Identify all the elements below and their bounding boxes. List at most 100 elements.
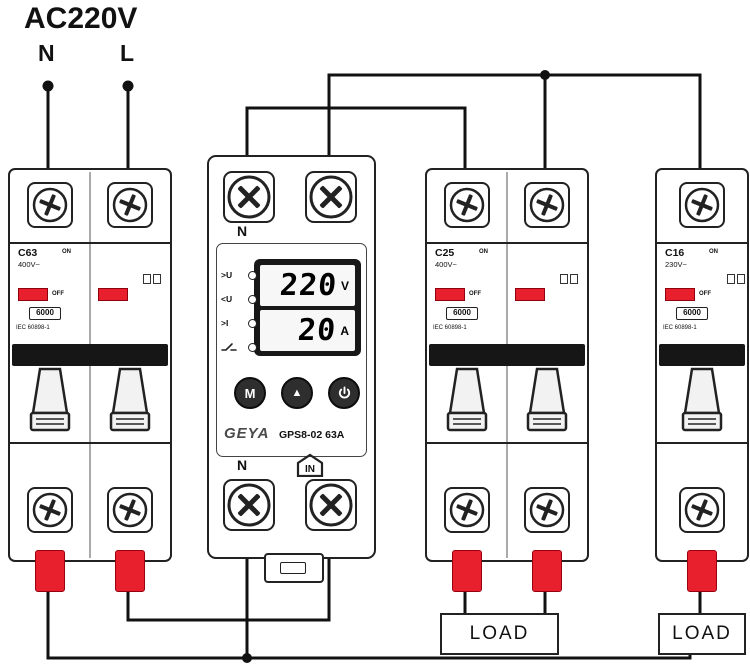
breaker-model: C63 (18, 247, 38, 259)
breaking-capacity: 6000 (29, 307, 61, 320)
screw-icon (449, 187, 485, 223)
divider (10, 442, 170, 444)
screw-icon (684, 187, 720, 223)
menu-button: M (234, 377, 266, 409)
terminal-block (444, 487, 490, 533)
terminal-block (524, 487, 570, 533)
terminal-block (107, 182, 153, 228)
brand-logo: GEYA (224, 425, 270, 442)
device-model: GPS8-02 63A (279, 429, 345, 441)
led-icon (248, 270, 257, 280)
terminal-block (223, 479, 275, 531)
on-label: ON (709, 249, 718, 255)
screw-icon (309, 175, 353, 219)
screw-icon (529, 187, 565, 223)
screw-icon (529, 492, 565, 528)
divider (657, 442, 747, 444)
led-icon (248, 318, 257, 328)
terminal-block (524, 182, 570, 228)
voltage-protector: N 220 V 20 A >U <U >I (207, 155, 376, 583)
voltage-rating: 400V~ (435, 260, 457, 269)
status-indicator (18, 288, 48, 301)
load-label: LOAD (672, 623, 732, 644)
terminal-block (305, 171, 357, 223)
main-breaker-2p: C63 ON 400V~ OFF 6000 IEC 60898-1 (8, 168, 172, 592)
terminal-clip (115, 550, 145, 592)
over-voltage-label: >U (221, 270, 233, 280)
screw-icon (309, 483, 353, 527)
off-label: OFF (699, 291, 711, 297)
single-breaker-1p: C16 ON 230V~ OFF 6000 IEC 60898-1 (655, 168, 749, 592)
toggle-base-band (12, 344, 168, 366)
toggle-levers (446, 367, 568, 432)
junction-supply-line (122, 80, 134, 92)
lcd-display: 220 V 20 A (254, 259, 361, 356)
voltage-unit: V (340, 278, 349, 293)
indicator-row: >I (221, 317, 257, 329)
branch-breaker-2p: C25 ON 400V~ OFF 6000 IEC 60898-1 (425, 168, 589, 592)
screw-icon (227, 483, 271, 527)
on-label: ON (62, 249, 71, 255)
terminal-n-bottom-label: N (237, 457, 248, 473)
up-arrow-icon: ▲ (291, 387, 303, 399)
wire-neutral-bus (46, 589, 692, 660)
status-indicator (665, 288, 695, 301)
terminal-block (679, 182, 725, 228)
contact-indicator-marking (560, 274, 578, 284)
load-box-2: LOAD (658, 613, 746, 655)
standard-label: IEC 60898-1 (663, 325, 697, 331)
status-indicator (435, 288, 465, 301)
supply-voltage-label: AC220V (24, 2, 138, 35)
status-indicator (515, 288, 545, 301)
divider (427, 242, 587, 244)
switch-icon (221, 343, 237, 351)
terminal-block (679, 487, 725, 533)
junction-line-branch (540, 70, 550, 80)
terminal-block (27, 487, 73, 533)
off-label: OFF (469, 291, 481, 297)
led-icon (248, 342, 257, 352)
divider (10, 242, 170, 244)
voltage-rating: 400V~ (18, 260, 40, 269)
over-current-label: >I (221, 318, 229, 328)
breaker-model: C16 (665, 247, 685, 259)
terminal-clip (532, 550, 562, 592)
current-readout: 20 A (260, 310, 355, 351)
up-button: ▲ (281, 377, 313, 409)
indicator-row: >U (221, 269, 257, 281)
screw-icon (449, 492, 485, 528)
terminal-clip (687, 550, 717, 592)
voltage-rating: 230V~ (665, 260, 687, 269)
breaking-capacity: 6000 (446, 307, 478, 320)
load-box-1: LOAD (440, 613, 559, 655)
wire-device-line-out (327, 73, 702, 170)
wire-line-to-device-in (126, 554, 331, 622)
status-indicator (98, 288, 128, 301)
in-label: IN (305, 464, 315, 475)
standard-label: IEC 60898-1 (433, 325, 467, 331)
toggle-base-band (429, 344, 585, 366)
voltage-readout: 220 V (260, 265, 355, 306)
terminal-block (444, 182, 490, 228)
junction-supply-neutral (42, 80, 54, 92)
screw-icon (32, 492, 68, 528)
breaking-capacity: 6000 (676, 307, 708, 320)
terminal-clip (452, 550, 482, 592)
terminal-n-top-label: N (237, 223, 248, 239)
junction-neutral-bus (242, 653, 252, 663)
power-icon (338, 385, 350, 398)
terminal-block (305, 479, 357, 531)
terminal-block (107, 487, 153, 533)
power-button (328, 377, 360, 409)
screw-icon (684, 492, 720, 528)
load-label: LOAD (469, 623, 530, 644)
toggle-base-band (659, 344, 745, 366)
indicator-row: <U (221, 293, 257, 305)
voltage-value: 220 (278, 268, 339, 303)
menu-button-label: M (244, 385, 256, 401)
toggle-levers (29, 367, 151, 432)
divider (657, 242, 747, 244)
contact-indicator-marking (727, 274, 745, 284)
